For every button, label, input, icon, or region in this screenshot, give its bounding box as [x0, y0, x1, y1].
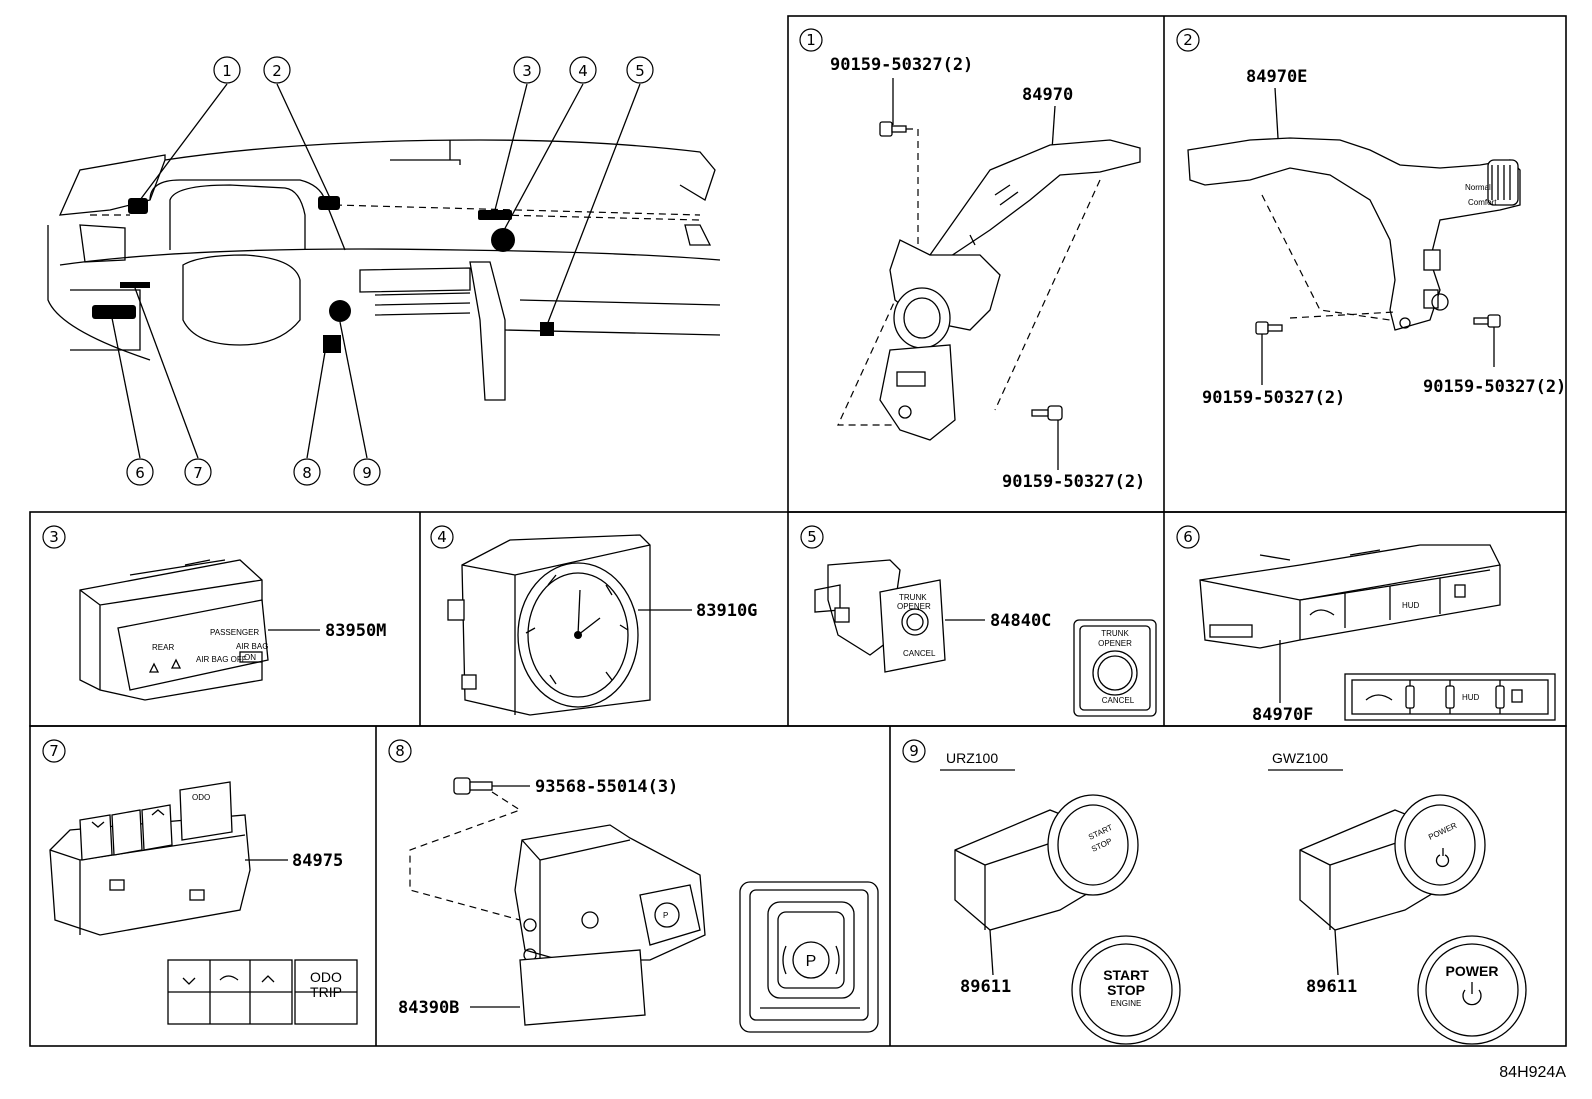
svg-text:3: 3: [522, 62, 532, 80]
part-label-89611-left: 89611: [960, 977, 1011, 997]
svg-text:Normal: Normal: [1465, 183, 1491, 192]
panel-4: 4 83910G: [430, 525, 757, 716]
bolt-icon: [1255, 321, 1283, 335]
label-rear: REAR: [152, 643, 174, 652]
panel-1-index: 1: [806, 31, 816, 49]
svg-text:HUD: HUD: [1462, 693, 1480, 702]
callout-3: 3: [513, 56, 541, 84]
part-label-84970: 84970: [1022, 85, 1073, 105]
svg-text:OPENER: OPENER: [897, 602, 931, 611]
callout-2: 2: [263, 56, 291, 84]
bolt-icon: [1031, 405, 1063, 421]
part-label-84975: 84975: [292, 851, 343, 871]
panel-6-index: 6: [1183, 528, 1193, 546]
svg-text:ODO: ODO: [192, 793, 210, 802]
callout-6: 6: [126, 458, 154, 486]
label-airbag-on: ON: [244, 653, 256, 662]
svg-text:TRUNK: TRUNK: [1101, 629, 1129, 638]
part-label-83950m: 83950M: [325, 621, 386, 641]
part-label-84970f: 84970F: [1252, 705, 1313, 725]
bolt-label-left: 90159-50327(2): [1202, 388, 1345, 408]
svg-text:4: 4: [578, 62, 588, 80]
svg-text:ENGINE: ENGINE: [1111, 999, 1142, 1008]
callout-8: 8: [293, 458, 321, 486]
svg-text:5: 5: [635, 62, 645, 80]
svg-text:CANCEL: CANCEL: [903, 649, 936, 658]
model-urz100: URZ100: [946, 750, 998, 766]
svg-text:TRIP: TRIP: [310, 984, 342, 1000]
svg-text:CANCEL: CANCEL: [1102, 696, 1135, 705]
panel-2-index: 2: [1183, 31, 1193, 49]
callout-9: 9: [353, 458, 381, 486]
dashboard-overview: [47, 83, 721, 459]
svg-text:P: P: [663, 911, 668, 920]
start-stop-button-inset: START STOP ENGINE: [1071, 935, 1181, 1045]
panel-frames: [29, 15, 1567, 1047]
panel-9-index: 9: [909, 742, 919, 760]
part-label-84970e: 84970E: [1246, 67, 1307, 87]
svg-text:6: 6: [135, 464, 145, 482]
svg-text:9: 9: [362, 464, 372, 482]
bolt-icon: [453, 777, 493, 795]
callout-7: 7: [184, 458, 212, 486]
trunk-opener-inset: TRUNK OPENER CANCEL: [1073, 619, 1157, 717]
panel-1: 1 90159-50327(2) 84970 90159-50327(2): [799, 28, 1145, 492]
label-passenger: PASSENGER: [210, 628, 259, 637]
bolt-label-top: 90159-50327(2): [830, 55, 973, 75]
svg-text:START: START: [1103, 967, 1149, 983]
svg-text:Comfort: Comfort: [1468, 198, 1497, 207]
odo-trip-switch-inset: ODO TRIP: [167, 959, 358, 1025]
panel-2: 2 84970E Normal Comfort 90159-50327(2) 9…: [1176, 28, 1566, 408]
callout-4: 4: [569, 56, 597, 84]
svg-text:ODO: ODO: [310, 969, 342, 985]
svg-text:TRUNK: TRUNK: [899, 593, 927, 602]
callout-1: 1: [213, 56, 241, 84]
panel-5-index: 5: [807, 528, 817, 546]
panel-5: 5 TRUNK OPENER CANCEL 84840C TRUNK OPENE…: [800, 525, 1157, 717]
bolt-label-bottom: 90159-50327(2): [1002, 472, 1145, 492]
bolt-label-93568: 93568-55014(3): [535, 777, 678, 797]
svg-text:P: P: [806, 953, 817, 970]
svg-text:1: 1: [222, 62, 232, 80]
svg-text:8: 8: [302, 464, 312, 482]
parking-brake-switch-inset: P: [739, 881, 879, 1033]
power-button-inset: POWER: [1417, 935, 1527, 1045]
model-gwz100: GWZ100: [1272, 750, 1328, 766]
callout-5: 5: [626, 56, 654, 84]
svg-text:7: 7: [193, 464, 203, 482]
bolt-label-right: 90159-50327(2): [1423, 377, 1566, 397]
label-airbag-on-top: AIR BAG: [236, 642, 268, 651]
part-label-84840c: 84840C: [990, 611, 1051, 631]
part-label-84390b: 84390B: [398, 998, 459, 1018]
svg-text:POWER: POWER: [1446, 963, 1499, 979]
reference-code: 84H924A: [1499, 1064, 1566, 1081]
svg-text:OPENER: OPENER: [1098, 639, 1132, 648]
part-label-83910g: 83910G: [696, 601, 757, 621]
panel-3: 3 REAR PASSENGER AIR BAG OFF AIR BAG ON …: [42, 525, 386, 701]
panel-6: 6 HUD 84970F HUD: [1176, 525, 1556, 725]
svg-text:2: 2: [272, 62, 282, 80]
switch-strip-inset: HUD: [1344, 673, 1556, 721]
panel-4-index: 4: [437, 528, 447, 546]
part-label-89611-right: 89611: [1306, 977, 1357, 997]
label-airbag-off: AIR BAG OFF: [196, 655, 247, 664]
panel-7-index: 7: [49, 742, 59, 760]
svg-text:STOP: STOP: [1107, 982, 1145, 998]
panel-8: 8 93568-55014(3) P 84390B P: [388, 739, 879, 1033]
svg-text:HUD: HUD: [1402, 601, 1420, 610]
panel-3-index: 3: [49, 528, 59, 546]
panel-9: 9 URZ100 GWZ100 START STOP 89611 START S…: [902, 739, 1527, 1045]
panel-7: 7 ODO 84975 ODO TRIP: [42, 739, 358, 1025]
bolt-icon: [879, 121, 907, 137]
bolt-icon: [1473, 314, 1501, 328]
panel-8-index: 8: [395, 742, 405, 760]
